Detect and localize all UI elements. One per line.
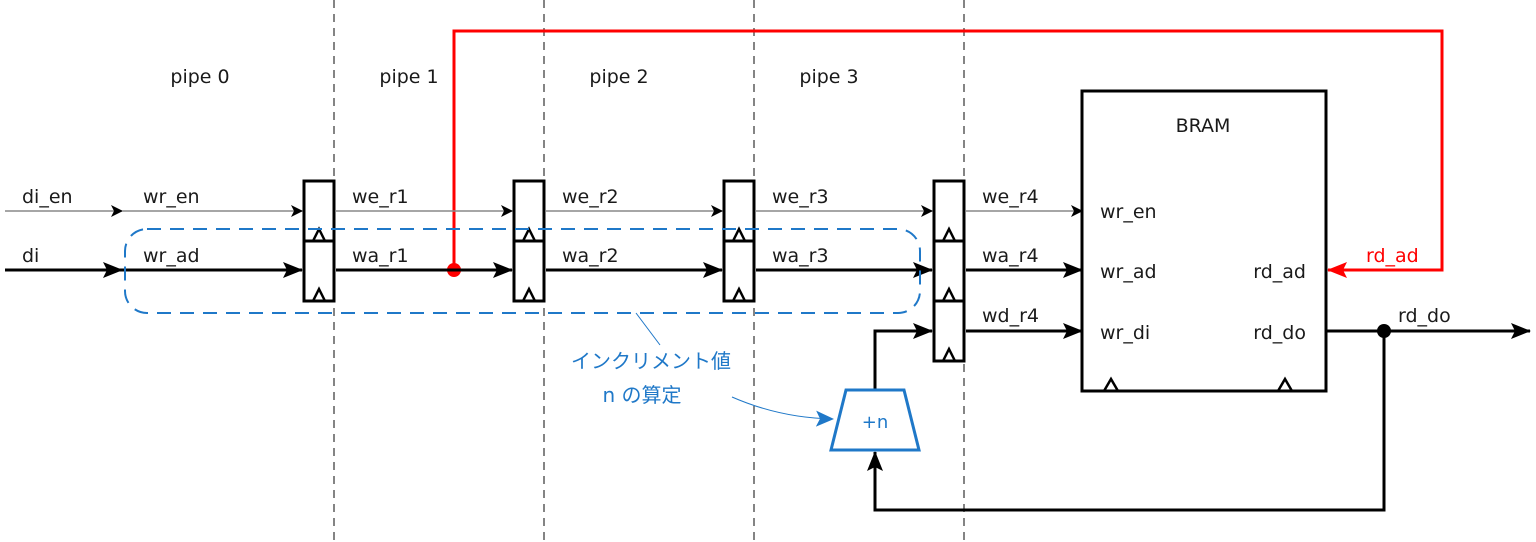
bram-port-wr-en: wr_en: [1100, 201, 1157, 223]
address-increment-group: [124, 228, 921, 314]
signal-wr-ad: wr_ad: [143, 245, 200, 267]
bram-port-wr-ad: wr_ad: [1100, 261, 1157, 283]
signal-wd-r4: wd_r4: [982, 305, 1039, 327]
annotation-leader: [635, 312, 661, 346]
register-stage2: [512, 179, 546, 303]
annotation-line1: インクリメント値: [571, 349, 731, 373]
bram-port-rd-do: rd_do: [1253, 322, 1306, 344]
signal-di-en: di_en: [22, 186, 73, 208]
wire-loopback: [867, 331, 1386, 512]
signal-wa-r3: wa_r3: [772, 245, 829, 267]
wire-adder-out: [873, 323, 933, 390]
bram-block: BRAM wr_en wr_ad wr_di rd_ad rd_do: [1080, 89, 1328, 393]
signal-rd-do: rd_do: [1398, 305, 1451, 327]
signal-rd-ad: rd_ad: [1366, 245, 1419, 267]
register-stage1: [302, 179, 336, 303]
signal-di: di: [22, 245, 39, 267]
stage-label-0: pipe 0: [170, 66, 229, 88]
signal-we-r1: we_r1: [352, 186, 409, 208]
signal-wa-r1: wa_r1: [352, 245, 409, 267]
annotation-line2: n の算定: [602, 383, 681, 407]
bram-port-wr-di: wr_di: [1100, 322, 1150, 344]
register-stage3: [722, 179, 756, 303]
signal-wr-en: wr_en: [143, 186, 200, 208]
signal-wa-r2: wa_r2: [562, 245, 619, 267]
read-address-path: [452, 29, 1444, 278]
adder-block: +n: [829, 388, 921, 452]
register-stage4: [932, 179, 966, 363]
stage-label-3: pipe 3: [799, 66, 858, 88]
bram-title: BRAM: [1176, 115, 1231, 137]
adder-label: +n: [862, 412, 889, 433]
signal-we-r4: we_r4: [982, 186, 1039, 208]
stage-label-2: pipe 2: [589, 66, 648, 88]
stage-label-1: pipe 1: [379, 66, 438, 88]
signal-we-r3: we_r3: [772, 186, 829, 208]
bram-port-rd-ad: rd_ad: [1253, 261, 1306, 283]
signal-we-r2: we_r2: [562, 186, 619, 208]
annotation-arrow: [731, 396, 834, 427]
signal-wa-r4: wa_r4: [982, 245, 1039, 267]
